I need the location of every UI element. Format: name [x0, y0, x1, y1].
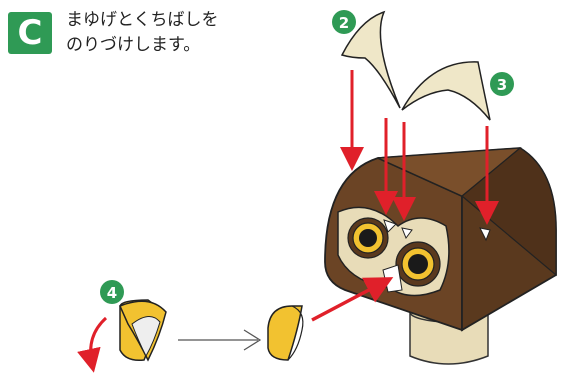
instruction-text: まゆげとくちばしを のりづけします。 [66, 8, 286, 58]
step-letter-badge: C [8, 12, 52, 54]
eyebrow-slot-right [401, 227, 413, 240]
transition-arrow [178, 329, 262, 351]
step-marker-2-label: 2 [339, 14, 349, 32]
arrow-fold [77, 316, 108, 373]
owl-face [337, 206, 491, 297]
eyebrow-slot-left [383, 219, 397, 233]
owl-left-eye [347, 217, 389, 259]
step-marker-4: 4 [100, 280, 124, 304]
ear-slot-right [479, 227, 491, 242]
step-marker-2: 2 [332, 10, 356, 34]
instruction-line-1: まゆげとくちばしを [66, 10, 219, 30]
eyebrow-piece-right [401, 61, 491, 121]
arrow-beak [311, 277, 394, 322]
step-marker-4-label: 4 [107, 284, 117, 302]
eyebrow-arrows [340, 70, 499, 225]
beak-piece-folded [118, 299, 167, 362]
owl-right-eye [395, 241, 441, 287]
step-marker-3-label: 3 [497, 76, 507, 94]
beak-piece-ready [267, 305, 304, 361]
instruction-line-2: のりづけします。 [66, 35, 201, 55]
step-marker-3: 3 [490, 72, 514, 96]
eyebrow-piece-left [340, 10, 401, 109]
